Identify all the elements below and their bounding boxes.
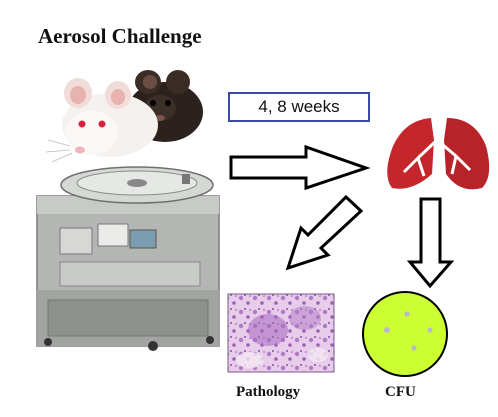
histology-slide-icon (227, 293, 335, 373)
diagram-title: Aerosol Challenge (38, 24, 202, 48)
arrow-right (229, 144, 371, 191)
pathology-label: Pathology (236, 384, 301, 400)
petri-dish-icon (362, 291, 448, 377)
arrow-down-left (285, 194, 364, 271)
timing-box: 4, 8 weeks (228, 92, 370, 122)
timing-label: 4, 8 weeks (258, 97, 340, 116)
lungs-icon (387, 100, 490, 190)
arrow-down (406, 197, 455, 289)
cfu-label: CFU (385, 384, 416, 400)
mice-icon (45, 70, 203, 163)
aerosol-chamber-icon (36, 166, 220, 351)
